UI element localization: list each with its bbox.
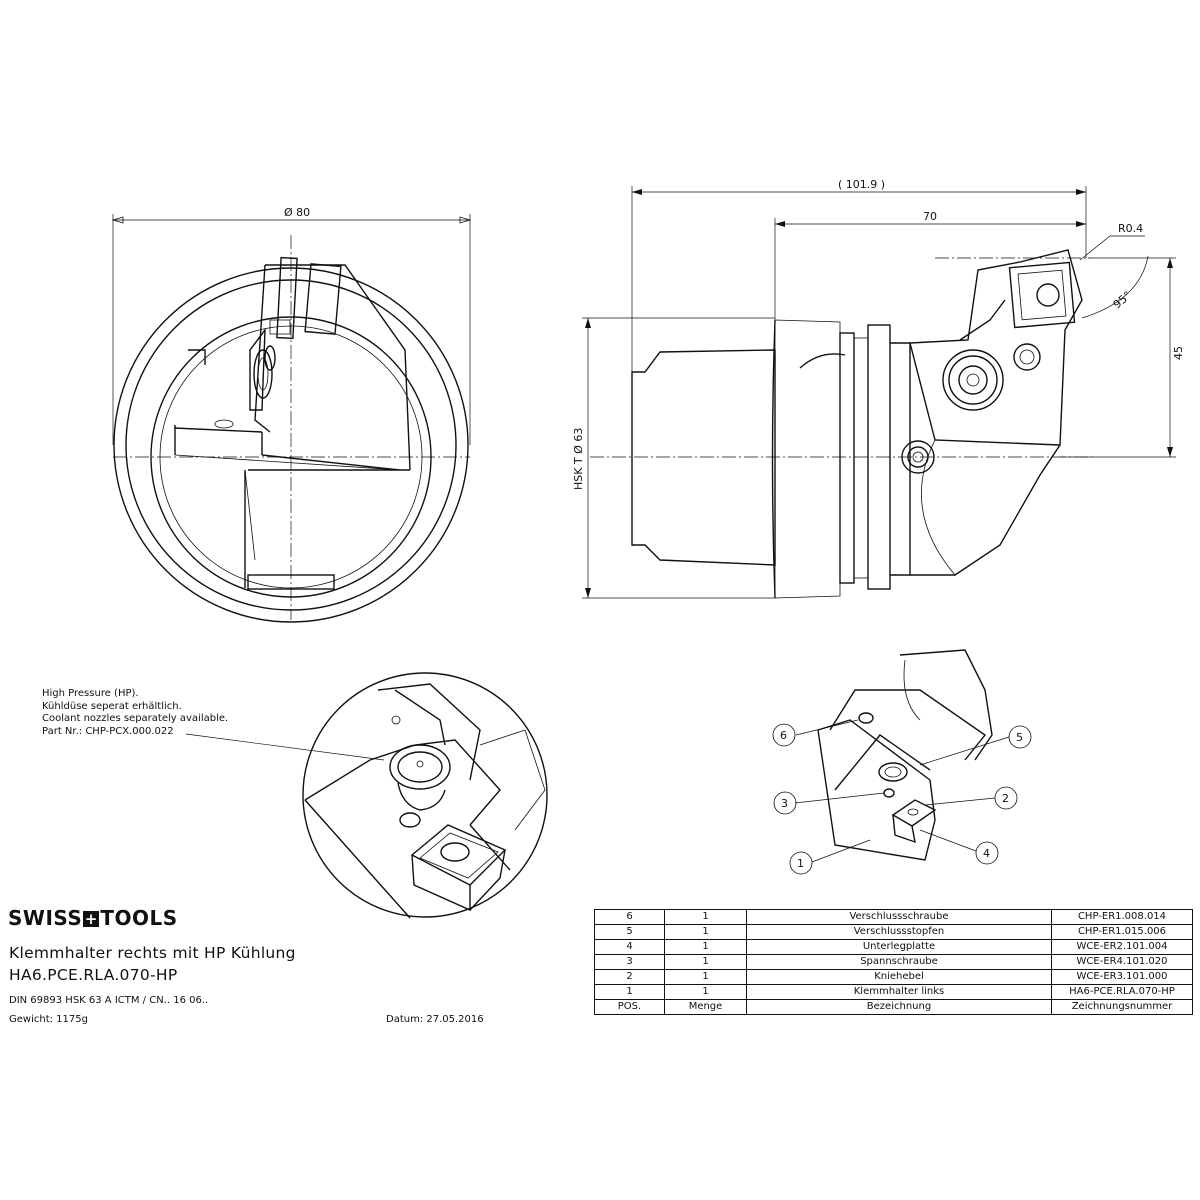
cell-name: Verschlussstopfen xyxy=(746,924,1052,940)
cell-qty: 1 xyxy=(664,909,747,925)
isometric-view xyxy=(772,649,1032,875)
cell-name: Verschlussschraube xyxy=(746,909,1052,925)
header-name: Bezeichnung xyxy=(746,999,1052,1015)
cell-pos: 5 xyxy=(594,924,665,940)
detail-view xyxy=(185,672,548,919)
cell-pos: 1 xyxy=(594,984,665,1000)
note-line: Part Nr.: CHP-PCX.000.022 xyxy=(42,725,174,737)
cell-qty: 1 xyxy=(664,984,747,1000)
cell-number: CHP-ER1.015.006 xyxy=(1051,924,1193,940)
dim-diameter-80: Ø 80 xyxy=(284,206,310,219)
cell-pos: 3 xyxy=(594,954,665,970)
header-pos: POS. xyxy=(594,999,665,1015)
standard-spec: DIN 69893 HSK 63 A ICTM / CN.. 16 06.. xyxy=(9,995,209,1006)
table-row: 3 1 Spannschraube WCE-ER4.101.020 xyxy=(594,954,1193,970)
cell-pos: 4 xyxy=(594,939,665,955)
front-view xyxy=(111,214,472,623)
callout-3: 3 xyxy=(781,797,788,810)
cell-number: WCE-ER2.101.004 xyxy=(1051,939,1193,955)
cell-name: Unterlegplatte xyxy=(746,939,1052,955)
dim-hsk: HSK T Ø 63 xyxy=(572,428,585,490)
weight: Gewicht: 1175g xyxy=(9,1014,88,1025)
table-row: 6 1 Verschlussschraube CHP-ER1.008.014 xyxy=(594,909,1193,925)
dim-height-45: 45 xyxy=(1172,346,1185,360)
cell-number: HA6-PCE.RLA.070-HP xyxy=(1051,984,1193,1000)
header-number: Zeichnungsnummer xyxy=(1051,999,1193,1015)
callout-1: 1 xyxy=(797,857,804,870)
table-row: 2 1 Kniehebel WCE-ER3.101.000 xyxy=(594,969,1193,985)
table-row: 5 1 Verschlussstopfen CHP-ER1.015.006 xyxy=(594,924,1193,940)
header-qty: Menge xyxy=(664,999,747,1015)
table-header-row: POS. Menge Bezeichnung Zeichnungsnummer xyxy=(594,999,1193,1015)
dim-length-70: 70 xyxy=(923,210,937,223)
cell-name: Spannschraube xyxy=(746,954,1052,970)
coolant-note: High Pressure (HP). Kühldüse seperat erh… xyxy=(42,688,228,738)
plus-icon: + xyxy=(83,910,100,928)
callout-4: 4 xyxy=(983,847,990,860)
parts-list-table: 6 1 Verschlussschraube CHP-ER1.008.014 5… xyxy=(594,909,1193,1015)
brand-right: TOOLS xyxy=(100,906,178,930)
cell-pos: 2 xyxy=(594,969,665,985)
cell-qty: 1 xyxy=(664,924,747,940)
table-row: 1 1 Klemmhalter links HA6-PCE.RLA.070-HP xyxy=(594,984,1193,1000)
callout-5: 5 xyxy=(1016,731,1023,744)
cell-name: Klemmhalter links xyxy=(746,984,1052,1000)
brand-logo: SWISS+TOOLS xyxy=(8,906,178,930)
date: Datum: 27.05.2016 xyxy=(386,1014,484,1025)
dim-radius: R0.4 xyxy=(1118,222,1143,235)
cell-name: Kniehebel xyxy=(746,969,1052,985)
cell-number: WCE-ER3.101.000 xyxy=(1051,969,1193,985)
brand-left: SWISS xyxy=(8,906,83,930)
side-view xyxy=(582,186,1176,599)
dim-length-101: ( 101.9 ) xyxy=(838,178,885,191)
cell-number: WCE-ER4.101.020 xyxy=(1051,954,1193,970)
callout-2: 2 xyxy=(1002,792,1009,805)
drawing-title: Klemmhalter rechts mit HP Kühlung xyxy=(9,944,296,962)
note-line: Kühldüse seperat erhältlich. xyxy=(42,700,182,712)
callout-6: 6 xyxy=(780,729,787,742)
dim-angle: 95° xyxy=(1111,289,1134,311)
table-row: 4 1 Unterlegplatte WCE-ER2.101.004 xyxy=(594,939,1193,955)
note-line: High Pressure (HP). xyxy=(42,688,139,699)
cell-qty: 1 xyxy=(664,969,747,985)
cell-pos: 6 xyxy=(594,909,665,925)
note-line: Coolant nozzles separately available. xyxy=(42,713,229,724)
cell-qty: 1 xyxy=(664,954,747,970)
cell-number: CHP-ER1.008.014 xyxy=(1051,909,1193,925)
cell-qty: 1 xyxy=(664,939,747,955)
drawing-number: HA6.PCE.RLA.070-HP xyxy=(9,966,178,984)
